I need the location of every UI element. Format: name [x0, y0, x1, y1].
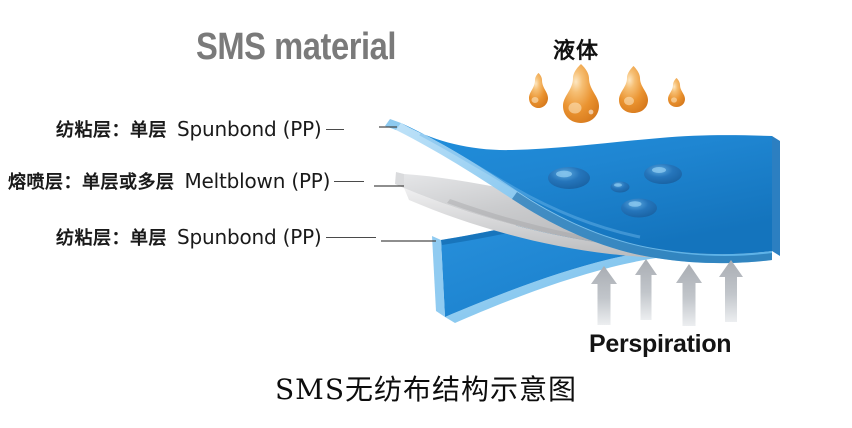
surface-water-beads: [548, 164, 682, 218]
layer-spunbond-bottom: [432, 176, 742, 323]
droplet-2: [563, 64, 599, 123]
falling-liquid-droplets: [529, 64, 685, 123]
droplet-1: [529, 73, 548, 108]
label-spunbond-bottom-cn: 纺粘层：单层: [56, 228, 167, 249]
arrow-up-icon: [635, 259, 657, 320]
leader-lines: [374, 126, 436, 242]
perspiration-caption: Perspiration: [589, 330, 732, 358]
label-spunbond-top-cn: 纺粘层：单层: [56, 120, 167, 141]
figure-caption: SMS无纺布结构示意图: [274, 373, 578, 406]
layer-meltblown-middle: [395, 172, 758, 259]
label-meltblown-middle-cn: 熔喷层：单层或多层: [8, 172, 175, 193]
label-spunbond-top-en: Spunbond (PP): [177, 117, 322, 141]
leader-line-middle: [334, 180, 365, 182]
droplet-4: [668, 78, 685, 107]
perspiration-arrows: [591, 259, 743, 326]
leader-line-bottom: [325, 236, 376, 238]
label-spunbond-bottom: 纺粘层：单层 Spunbond (PP): [56, 224, 376, 250]
page-title: SMS material: [196, 26, 397, 68]
layer-spunbond-top: [385, 119, 780, 264]
label-meltblown-middle-en: Meltblown (PP): [184, 169, 331, 193]
arrow-up-icon: [719, 260, 743, 322]
leader-line-top: [325, 128, 344, 130]
arrow-up-icon: [676, 264, 702, 326]
droplet-3: [619, 66, 648, 113]
label-meltblown-middle: 熔喷层：单层或多层 Meltblown (PP): [8, 168, 365, 194]
arrow-up-icon: [591, 266, 617, 325]
label-spunbond-top: 纺粘层：单层 Spunbond (PP): [56, 116, 344, 142]
label-spunbond-bottom-en: Spunbond (PP): [177, 225, 322, 249]
liquid-caption: 液体: [553, 39, 600, 64]
